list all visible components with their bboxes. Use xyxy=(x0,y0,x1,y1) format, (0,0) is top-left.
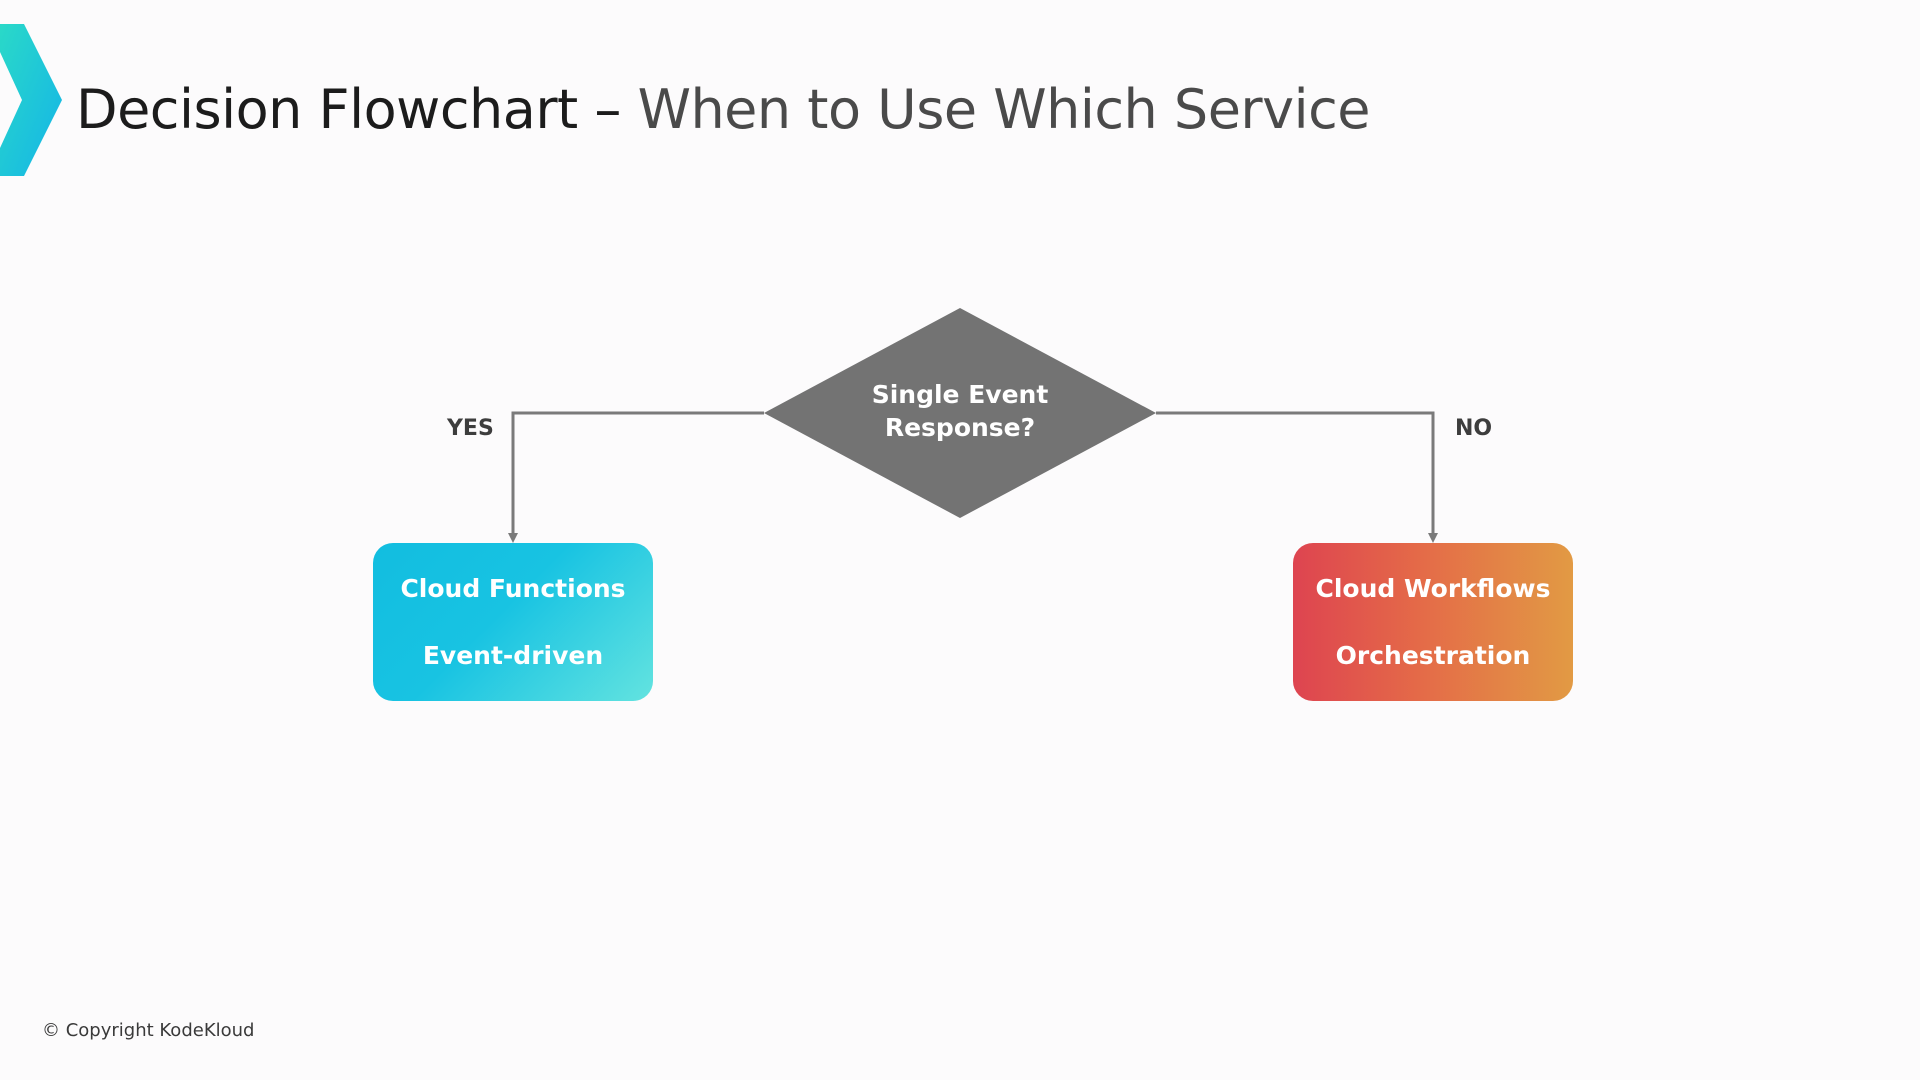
yes-connector xyxy=(508,411,764,543)
title-dash: – xyxy=(577,78,638,141)
decision-line-2: Response? xyxy=(884,413,1036,442)
cloud-workflows-box: Cloud Workflows Orchestration xyxy=(1293,543,1573,701)
title-subtitle: When to Use Which Service xyxy=(637,78,1371,141)
decision-diamond xyxy=(764,308,1156,518)
no-label: NO xyxy=(1455,416,1493,441)
cloud-functions-box: Cloud Functions Event-driven xyxy=(373,543,653,701)
decision-label: Single Event Response? xyxy=(820,378,1100,444)
decision-line-1: Single Event xyxy=(871,380,1049,409)
cloud-workflows-title: Cloud Workflows xyxy=(1315,574,1551,603)
no-connector xyxy=(1156,411,1438,543)
cloud-workflows-subtitle: Orchestration xyxy=(1335,641,1531,670)
yes-label: YES xyxy=(447,416,494,441)
title-main: Decision Flowchart xyxy=(76,78,578,141)
copyright-footer: © Copyright KodeKloud xyxy=(42,1020,255,1041)
cloud-functions-title: Cloud Functions xyxy=(400,574,626,603)
page-title: Decision Flowchart – When to Use Which S… xyxy=(76,72,1371,148)
cloud-functions-subtitle: Event-driven xyxy=(422,641,604,670)
brand-chevron-icon xyxy=(0,24,62,176)
